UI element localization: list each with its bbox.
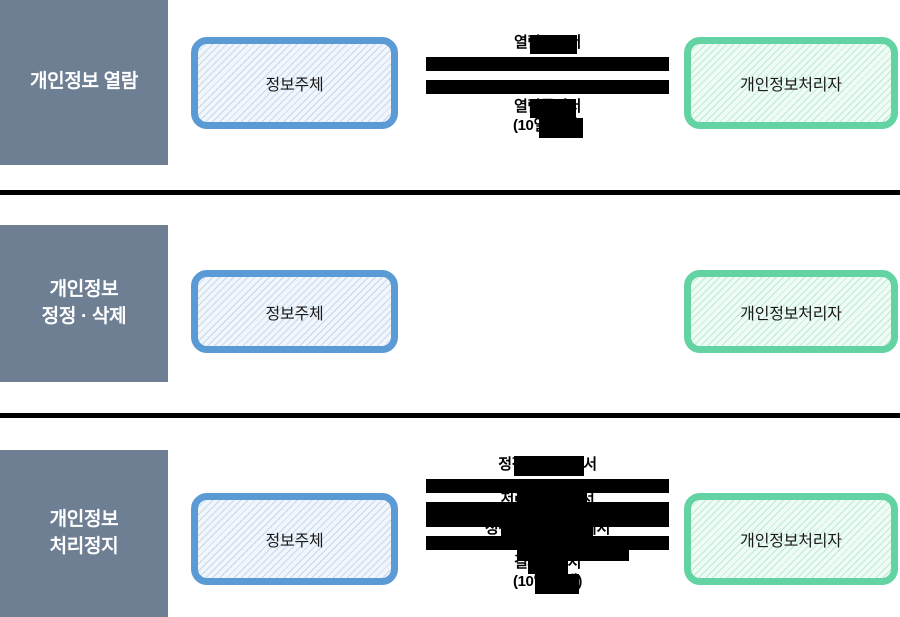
actor-box-data-subject-2: 정보주체 bbox=[191, 270, 398, 353]
category-text: 개인정보 열람 bbox=[29, 71, 139, 93]
flow-response-label-suspension: 결과통지서 (10일 이내) bbox=[513, 554, 582, 594]
flow-response-label-correction: 정정·삭제결과통지서 bbox=[485, 519, 629, 561]
flow-column-access: 열람요구서 열람통지서 (10일 이내) bbox=[420, 34, 675, 138]
flow-response-label-access: 열람통지서 (10일 이내) bbox=[513, 98, 583, 138]
actor-box-data-subject-1: 정보주체 bbox=[191, 37, 398, 129]
arrow-bar-response-access bbox=[426, 79, 669, 94]
flow-request-label-wrap: 처리정지요구서 bbox=[420, 490, 675, 510]
redaction-bar-request-2 bbox=[514, 456, 585, 476]
section-divider-1 bbox=[0, 190, 900, 195]
actor-box-data-controller-1: 개인정보처리자 bbox=[684, 37, 898, 129]
arrow-bar-request-access bbox=[426, 56, 669, 71]
category-label-access: 개인정보 열람 bbox=[0, 0, 168, 165]
panel-personal-data-correction-deletion: 개인정보 정정 · 삭제 정보주체 정정·삭제요구서 정정·삭제결과통지서 bbox=[0, 192, 900, 561]
actor-label-data-controller: 개인정보처리자 bbox=[740, 533, 842, 550]
category-text-line2: 정정 · 삭제 bbox=[41, 305, 127, 327]
category-label-processing-suspension: 개인정보 처리정지 bbox=[0, 450, 168, 617]
section-divider-2 bbox=[0, 413, 900, 418]
actor-label-data-subject: 정보주체 bbox=[265, 77, 324, 94]
flow-response-label-wrap: 결과통지서 (10일 이내) bbox=[513, 554, 582, 594]
actor-label-data-controller: 개인정보처리자 bbox=[740, 77, 842, 94]
panel-personal-data-access: 개인정보 열람 정보주체 열람요구서 열람통지서 (10일 이내) bbox=[0, 0, 900, 192]
category-text-line1: 개인정보 bbox=[49, 508, 119, 530]
redaction-bar-response-note-1 bbox=[538, 117, 583, 138]
flow-request-label-suspension: 처리정지요구서 bbox=[501, 490, 595, 510]
redaction-bar-response-note-3 bbox=[534, 573, 579, 594]
flow-request-label-access: 열람요구서 bbox=[514, 34, 581, 54]
category-text-line2: 처리정지 bbox=[49, 535, 119, 557]
actor-label-data-subject: 정보주체 bbox=[265, 533, 324, 550]
category-label-correction-deletion: 개인정보 정정 · 삭제 bbox=[0, 225, 168, 382]
actor-label-data-subject: 정보주체 bbox=[265, 305, 324, 323]
panel-personal-data-processing-suspension: 개인정보 처리정지 정보주체 처리정지요구서 결과통지서 (10일 이내) bbox=[0, 415, 900, 617]
actor-label-data-controller: 개인정보처리자 bbox=[740, 305, 842, 323]
actor-box-data-subject-3: 정보주체 bbox=[191, 493, 398, 585]
redaction-bar-response-1 bbox=[529, 98, 576, 118]
redaction-bar-request-1 bbox=[529, 35, 577, 54]
redaction-bar-request-3 bbox=[516, 490, 587, 510]
category-text: 개인정보 정정 · 삭제 bbox=[42, 277, 127, 331]
redaction-bar-response-2 bbox=[500, 519, 593, 540]
flow-request-label-wrap: 정정·삭제요구서 bbox=[420, 456, 675, 476]
flow-request-label-wrap: 열람요구서 bbox=[420, 34, 675, 54]
actor-box-data-controller-3: 개인정보처리자 bbox=[684, 493, 898, 585]
category-text: 개인정보 처리정지 bbox=[50, 507, 119, 561]
flow-response-label-wrap: 열람통지서 (10일 이내) bbox=[513, 98, 583, 138]
flow-response-label-wrap: 정정·삭제결과통지서 bbox=[485, 519, 629, 561]
category-text-line1: 개인정보 bbox=[49, 278, 119, 300]
redaction-bar-response-3 bbox=[527, 554, 568, 574]
arrow-bar-request-correction bbox=[426, 478, 669, 493]
flow-request-label-correction: 정정·삭제요구서 bbox=[498, 456, 597, 476]
actor-box-data-controller-2: 개인정보처리자 bbox=[684, 270, 898, 353]
